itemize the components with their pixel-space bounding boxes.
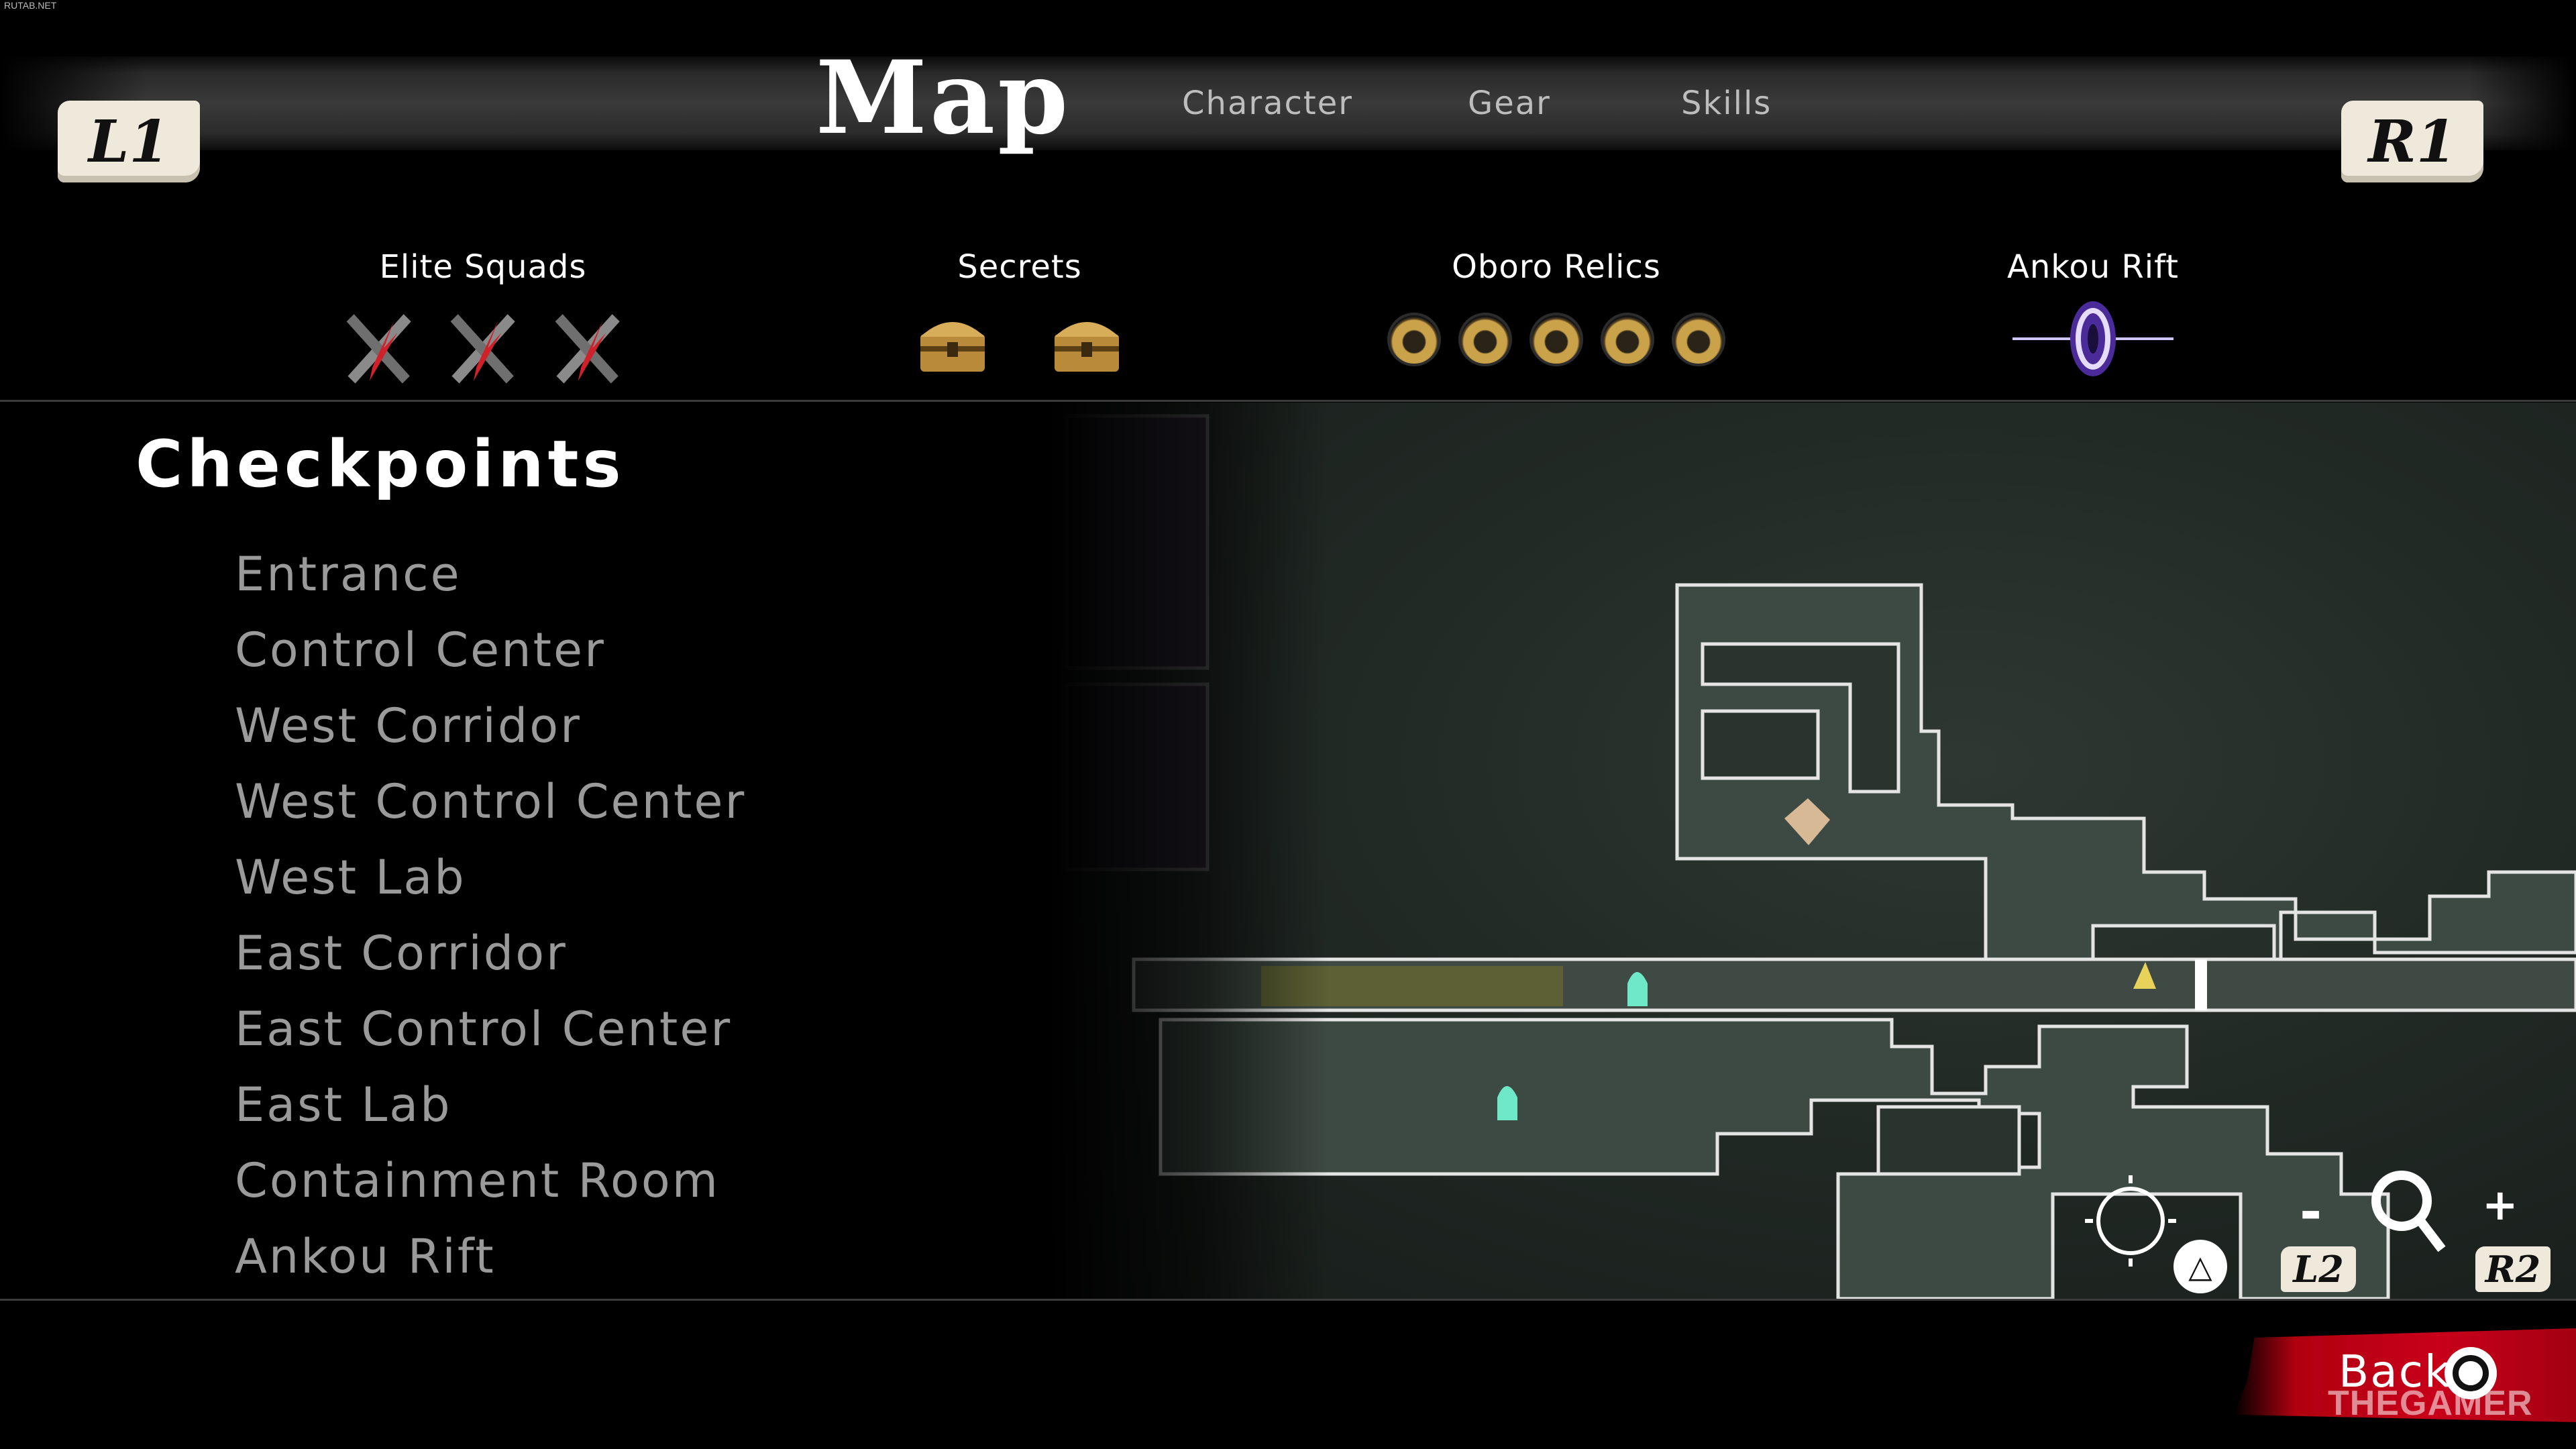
oboro-relics-label: Oboro Relics <box>1452 248 1661 286</box>
ankou-rift-tracker: Ankou Rift <box>1945 248 2241 382</box>
site-watermark: RUTAB.NET <box>4 0 57 11</box>
brand-watermark: THEGAMER <box>2328 1384 2533 1423</box>
relic-coin-icon <box>1601 313 1654 366</box>
relic-coin-icon <box>1458 313 1512 366</box>
recenter-reticle-icon <box>2085 1175 2176 1267</box>
relic-coin-icon <box>1387 313 1441 366</box>
ankou-rift-label: Ankou Rift <box>2007 248 2179 286</box>
checkpoint-item-west-corridor[interactable]: West Corridor <box>235 698 582 753</box>
tab-gear[interactable]: Gear <box>1468 85 1551 122</box>
triangle-recenter-button[interactable]: △ <box>2174 1240 2227 1293</box>
back-button[interactable]: Back <box>2339 1346 2452 1397</box>
header-divider <box>0 400 2576 402</box>
r2-zoom-in-button[interactable]: R2 <box>2475 1246 2551 1292</box>
checkpoint-item-entrance[interactable]: Entrance <box>235 547 462 602</box>
checkpoint-marker <box>1627 972 1648 1006</box>
checkpoint-list: Entrance Control Center West Corridor We… <box>235 537 746 1295</box>
footer-divider <box>0 1299 2576 1301</box>
checkpoints-title: Checkpoints <box>136 427 625 502</box>
checkpoint-item-east-lab[interactable]: East Lab <box>235 1077 452 1132</box>
r1-next-tab-button[interactable]: R1 <box>2341 101 2483 182</box>
checkpoint-item-east-control-center[interactable]: East Control Center <box>235 1002 733 1057</box>
secrets-label: Secrets <box>957 248 1082 286</box>
checkpoint-item-control-center[interactable]: Control Center <box>235 623 606 678</box>
circle-button-icon[interactable] <box>2445 1347 2497 1399</box>
zoom-magnifier-icon <box>2371 1171 2446 1252</box>
checkpoint-marker <box>1497 1086 1517 1120</box>
relic-coin-icon <box>1529 313 1583 366</box>
crossed-blades-icon <box>450 314 516 384</box>
checkpoint-item-west-lab[interactable]: West Lab <box>235 850 466 905</box>
zoom-in-icon: + <box>2482 1181 2518 1230</box>
checkpoint-item-containment-room[interactable]: Containment Room <box>235 1153 720 1208</box>
tab-map-active[interactable]: Map <box>816 39 1071 157</box>
back-button-background <box>2234 1328 2576 1422</box>
spirit-marker <box>2133 962 2156 989</box>
tab-skills[interactable]: Skills <box>1681 85 1772 122</box>
map-edge-fade <box>1046 402 1328 1299</box>
elite-squads-label: Elite Squads <box>379 248 587 286</box>
zoom-out-icon: - <box>2300 1181 2322 1243</box>
treasure-chest-icon <box>920 322 985 372</box>
elite-squads-tracker: Elite Squads <box>335 248 631 392</box>
crossed-blades-icon <box>346 314 411 384</box>
checkpoint-item-east-corridor[interactable]: East Corridor <box>235 926 568 981</box>
player-marker <box>1784 798 1830 845</box>
checkpoint-item-ankou-rift[interactable]: Ankou Rift <box>235 1229 496 1284</box>
secrets-tracker: Secrets <box>885 248 1154 378</box>
rift-portal-icon <box>2012 301 2174 376</box>
crossed-blades-icon <box>555 314 620 384</box>
checkpoint-item-west-control-center[interactable]: West Control Center <box>235 774 747 829</box>
tab-character[interactable]: Character <box>1182 85 1353 122</box>
l1-prev-tab-button[interactable]: L1 <box>58 101 200 182</box>
treasure-chest-icon <box>1055 322 1119 372</box>
l2-zoom-out-button[interactable]: L2 <box>2281 1246 2356 1292</box>
oboro-relics-tracker: Oboro Relics <box>1368 248 1744 366</box>
relic-coin-icon <box>1672 313 1725 366</box>
